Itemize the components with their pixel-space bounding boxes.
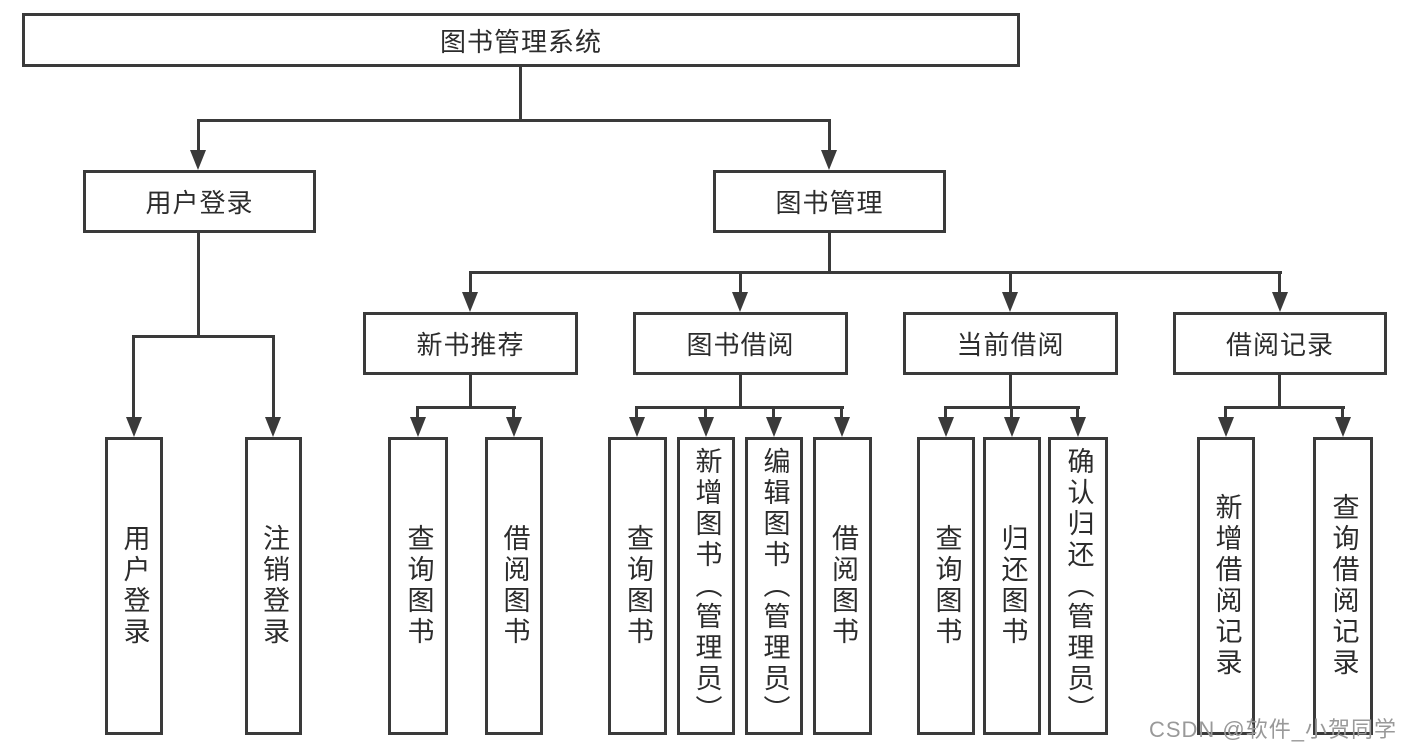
node-book-management: 图书管理 <box>713 170 946 233</box>
node-new-book-recommend: 新书推荐 <box>363 312 578 375</box>
connector-vline <box>519 67 522 119</box>
connector-hline <box>417 406 516 409</box>
node-leaf-add-borrow-record-label: 新增借阅记录 <box>1211 493 1242 679</box>
arrow-down-icon <box>126 417 142 437</box>
connector-vline <box>1278 375 1281 406</box>
connector-vline <box>1010 406 1013 422</box>
node-leaf-edit-book-admin-label: 编辑图书（管理员） <box>759 446 790 726</box>
connector-vline <box>1278 271 1281 297</box>
arrow-down-icon <box>462 292 478 312</box>
node-leaf-user-login: 用户登录 <box>105 437 163 735</box>
arrow-down-icon <box>1218 417 1234 437</box>
connector-vline <box>416 406 419 422</box>
connector-vline <box>840 406 843 422</box>
arrow-down-icon <box>1272 292 1288 312</box>
node-leaf-logout: 注销登录 <box>245 437 302 735</box>
node-leaf-query-books-borrowing-label: 查询图书 <box>623 524 653 648</box>
node-book-borrowing: 图书借阅 <box>633 312 848 375</box>
node-leaf-query-borrow-record-label: 查询借阅记录 <box>1328 493 1359 679</box>
arrow-down-icon <box>732 292 748 312</box>
node-root: 图书管理系统 <box>22 13 1020 67</box>
node-leaf-return-books-label: 归还图书 <box>997 524 1028 648</box>
connector-vline <box>1224 406 1227 422</box>
node-user-login: 用户登录 <box>83 170 316 233</box>
node-leaf-confirm-return-admin: 确认归还（管理员） <box>1048 437 1108 735</box>
connector-hline <box>636 406 844 409</box>
arrow-down-icon <box>766 417 782 437</box>
node-leaf-confirm-return-admin-label: 确认归还（管理员） <box>1063 446 1094 726</box>
node-leaf-query-books-current-label: 查询图书 <box>931 524 962 648</box>
csdn-watermark: CSDN @软件_小贺同学 <box>1148 717 1397 742</box>
connector-vline <box>197 119 200 153</box>
arrow-down-icon <box>1002 292 1018 312</box>
connector-hline <box>197 119 831 122</box>
connector-vline <box>1009 375 1012 406</box>
node-current-borrowing: 当前借阅 <box>903 312 1118 375</box>
connector-vline <box>772 406 775 422</box>
node-book-borrowing-label: 图书借阅 <box>686 330 795 360</box>
connector-vline <box>739 271 742 297</box>
connector-vline <box>739 375 742 406</box>
connector-vline <box>1009 271 1012 297</box>
connector-vline <box>469 375 472 406</box>
node-leaf-borrow-books-label: 借阅图书 <box>828 524 858 648</box>
arrow-down-icon <box>938 417 954 437</box>
node-leaf-borrow-books-recommend: 借阅图书 <box>485 437 543 735</box>
node-root-label: 图书管理系统 <box>439 26 602 57</box>
node-leaf-user-login-label: 用户登录 <box>119 524 150 648</box>
node-leaf-logout-label: 注销登录 <box>259 524 289 648</box>
arrow-down-icon <box>506 417 522 437</box>
node-leaf-query-borrow-record: 查询借阅记录 <box>1313 437 1373 735</box>
connector-vline <box>197 233 200 335</box>
arrow-down-icon <box>834 417 850 437</box>
node-user-login-label: 用户登录 <box>145 188 254 218</box>
arrow-down-icon <box>821 150 837 170</box>
node-new-book-recommend-label: 新书推荐 <box>416 330 525 360</box>
node-leaf-edit-book-admin: 编辑图书（管理员） <box>745 437 803 735</box>
connector-vline <box>828 119 831 153</box>
arrow-down-icon <box>190 150 206 170</box>
node-leaf-add-book-admin-label: 新增图书（管理员） <box>691 446 722 726</box>
connector-vline <box>132 335 135 419</box>
node-leaf-add-borrow-record: 新增借阅记录 <box>1197 437 1255 735</box>
node-leaf-query-books-recommend-label: 查询图书 <box>403 524 434 648</box>
connector-hline <box>132 335 275 338</box>
node-leaf-return-books: 归还图书 <box>983 437 1041 735</box>
connector-vline <box>944 406 947 422</box>
arrow-down-icon <box>629 417 645 437</box>
node-borrowing-records-label: 借阅记录 <box>1225 330 1334 360</box>
connector-vline <box>1076 406 1079 422</box>
arrow-down-icon <box>1070 417 1086 437</box>
connector-vline <box>469 271 472 297</box>
node-book-management-label: 图书管理 <box>775 188 884 218</box>
connector-vline <box>1341 406 1344 422</box>
node-leaf-query-books-borrowing: 查询图书 <box>608 437 667 735</box>
node-leaf-add-book-admin: 新增图书（管理员） <box>677 437 735 735</box>
node-leaf-borrow-books: 借阅图书 <box>813 437 872 735</box>
connector-hline <box>469 271 1282 274</box>
connector-hline <box>1225 406 1345 409</box>
connector-vline <box>512 406 515 422</box>
connector-vline <box>272 335 275 419</box>
arrow-down-icon <box>1004 417 1020 437</box>
arrow-down-icon <box>265 417 281 437</box>
connector-vline <box>828 233 831 271</box>
arrow-down-icon <box>1335 417 1351 437</box>
connector-vline <box>635 406 638 422</box>
node-current-borrowing-label: 当前借阅 <box>956 330 1065 360</box>
node-leaf-query-books-recommend: 查询图书 <box>388 437 448 735</box>
node-leaf-borrow-books-recommend-label: 借阅图书 <box>499 524 530 648</box>
node-leaf-query-books-current: 查询图书 <box>917 437 975 735</box>
arrow-down-icon <box>698 417 714 437</box>
arrow-down-icon <box>410 417 426 437</box>
node-borrowing-records: 借阅记录 <box>1173 312 1387 375</box>
connector-vline <box>704 406 707 422</box>
